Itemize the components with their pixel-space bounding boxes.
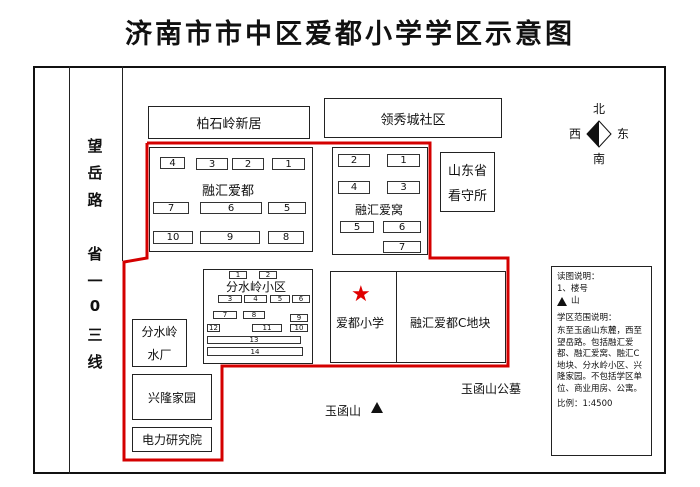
- map-title: 济南市市中区爱都小学学区示意图: [125, 19, 575, 50]
- school-divider: [396, 271, 397, 363]
- building-fsl: 1: [229, 271, 247, 279]
- building-aiwo: 3: [387, 181, 420, 194]
- building-aidu: 5: [268, 202, 306, 214]
- building-aidu: 6: [200, 202, 262, 214]
- legend-scope-text: 东至玉函山东麓，西至望岳路。包括融汇爱都、融汇爱窝、融汇C地块、分水岭小区、兴隆…: [557, 326, 643, 394]
- area-aidu-school-label: 爱都小学: [336, 316, 385, 330]
- building-fsl: 9: [290, 314, 308, 322]
- building-aiwo: 1: [387, 154, 420, 167]
- building-aiwo: 4: [338, 181, 370, 194]
- road-char: 一: [87, 272, 103, 290]
- building-aidu: 2: [232, 158, 264, 170]
- area-ronghui-c-label: 融汇爱都C地块: [410, 316, 491, 330]
- building-fsl: 6: [292, 295, 310, 303]
- legend-item-building: 1、楼号: [557, 284, 588, 294]
- road-char: 路: [87, 191, 103, 209]
- road-char: 三: [87, 326, 103, 344]
- building-fsl: 2: [259, 271, 277, 279]
- building-aiwo: 2: [338, 154, 370, 167]
- area-fenshuiling-water-line: 分水岭: [141, 325, 178, 339]
- school-star-icon: ★: [351, 282, 371, 307]
- legend-heading: 读图说明：: [557, 272, 600, 282]
- mountain-triangle-icon: [557, 296, 567, 306]
- area-yuhanshan-label: 玉函山: [325, 404, 362, 418]
- building-aiwo: 5: [340, 221, 374, 233]
- building-aidu: 1: [272, 158, 305, 170]
- area-shandong-guard: 山东省 看守所: [440, 152, 495, 212]
- building-fsl: 5: [270, 295, 290, 303]
- compass-east: 东: [617, 127, 630, 141]
- compass-south: 南: [593, 152, 606, 166]
- road-char: 岳: [87, 164, 103, 182]
- area-xinglong: 兴隆家园: [132, 374, 212, 420]
- road-char: 0: [89, 297, 101, 315]
- legend-scale: 比例：1:4500: [557, 399, 613, 409]
- north-arrow-icon: [586, 120, 612, 148]
- legend: 读图说明： 1、楼号 山 学区范围说明： 东至玉函山东麓，西至望岳路。包括融汇爱…: [551, 266, 652, 456]
- building-aidu: 4: [160, 157, 185, 169]
- building-aidu: 3: [196, 158, 228, 170]
- area-fenshuiling-water: 分水岭 水厂: [132, 319, 187, 367]
- area-school-block: [330, 271, 506, 363]
- area-lingxiu: 领秀城社区: [324, 98, 502, 138]
- building-fsl: 3: [218, 295, 242, 303]
- building-fsl: 10: [290, 324, 308, 332]
- area-yuhanshan-cemetery-label: 玉函山公墓: [461, 382, 522, 396]
- road-left-line: [69, 66, 70, 474]
- compass-north: 北: [593, 102, 606, 116]
- building-fsl: 8: [243, 311, 265, 319]
- area-baishiling: 柏石岭新居: [148, 106, 310, 139]
- area-power-institute: 电力研究院: [132, 427, 212, 452]
- building-fsl: 11: [252, 324, 282, 332]
- building-fsl: 4: [244, 295, 267, 303]
- compass-west: 西: [569, 127, 582, 141]
- map-frame: [33, 66, 666, 474]
- building-fsl: 14: [207, 347, 303, 356]
- building-fsl: 12: [207, 324, 220, 332]
- road-char: 望: [87, 137, 103, 155]
- building-aiwo: 6: [383, 221, 421, 233]
- building-aiwo: 7: [383, 241, 421, 253]
- building-aidu: 9: [200, 231, 260, 244]
- building-aidu: 8: [268, 231, 304, 244]
- mountain-triangle-icon: [371, 402, 383, 413]
- building-aidu: 7: [153, 202, 189, 214]
- building-aidu: 10: [153, 231, 193, 244]
- road-right-line: [122, 66, 123, 261]
- road-char: 线: [87, 353, 103, 371]
- area-ronghui-aiwo-label: 融汇爱窝: [355, 203, 404, 217]
- road-char: 省: [87, 245, 103, 263]
- legend-scope-heading: 学区范围说明：: [557, 313, 617, 323]
- area-fenshuiling-water-line: 水厂: [147, 348, 172, 362]
- legend-item-mountain: 山: [557, 295, 646, 307]
- building-fsl: 13: [207, 336, 301, 344]
- area-ronghui-aidu-label: 融汇爱都: [202, 184, 255, 199]
- area-shandong-guard-line: 看守所: [447, 189, 487, 204]
- area-fenshuiling-label: 分水岭小区: [226, 280, 287, 294]
- legend-item-mountain-label: 山: [571, 296, 580, 306]
- building-fsl: 7: [213, 311, 237, 319]
- area-shandong-guard-line: 山东省: [447, 164, 487, 179]
